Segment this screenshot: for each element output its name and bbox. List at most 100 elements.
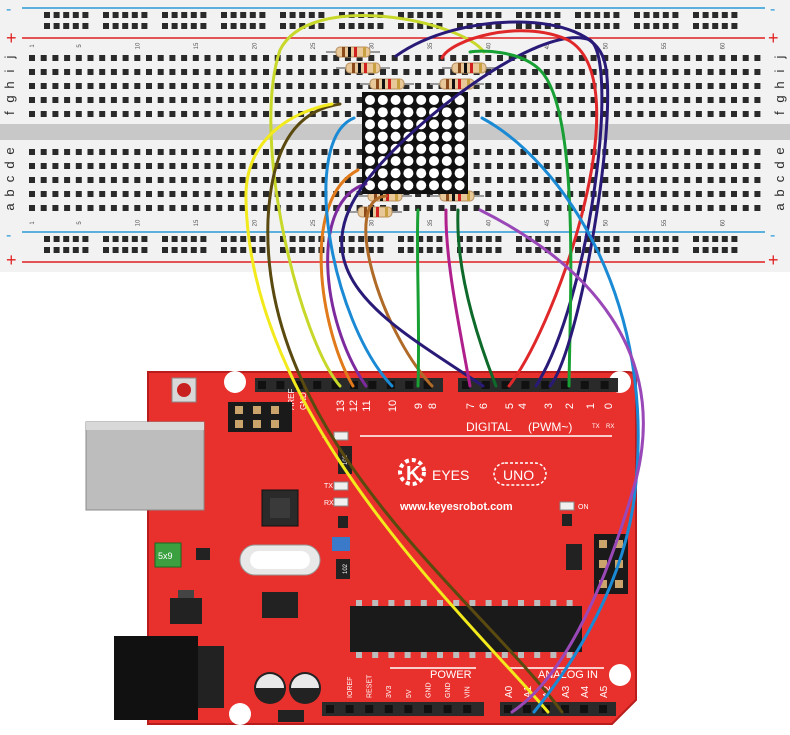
breadboard-hole: [520, 69, 527, 75]
breadboard-hole: [590, 205, 597, 211]
wire-purple: [326, 182, 368, 388]
led-dot: [390, 168, 401, 179]
digital-pin-label: 11: [361, 400, 373, 411]
breadboard-hole: [707, 191, 714, 197]
breadboard-hole: [227, 191, 234, 197]
power-pin-label: VIN: [465, 686, 472, 698]
breadboard-hole: [87, 205, 94, 211]
breadboard-hole: [40, 191, 47, 197]
breadboard-hole: [555, 97, 562, 103]
breadboard-hole: [485, 111, 492, 117]
breadboard-hole: [181, 191, 188, 197]
rail-hole: [103, 236, 109, 242]
breadboard-hole: [344, 55, 351, 61]
rail-hole: [426, 12, 433, 18]
breadboard-hole: [520, 205, 527, 211]
breadboard-hole: [684, 83, 691, 89]
rail-hole: [63, 23, 70, 29]
row-label: h: [2, 81, 17, 88]
rail-hole: [131, 23, 138, 29]
rail-hole: [171, 23, 178, 29]
breadboard-hole: [29, 83, 35, 89]
rail-hole: [280, 236, 286, 242]
rail-hole: [712, 12, 719, 18]
jumper-wires: [244, 14, 645, 714]
mcu-pin: [388, 652, 395, 658]
breadboard-hole: [602, 163, 609, 169]
breadboard-hole: [157, 177, 164, 183]
breadboard-hole: [122, 83, 129, 89]
breadboard-hole: [251, 177, 258, 183]
breadboard-hole: [169, 69, 176, 75]
breadboard-hole: [742, 205, 749, 211]
breadboard-hole: [742, 191, 749, 197]
rail-hole: [308, 12, 315, 18]
smd-resistor-102: [336, 559, 350, 579]
header-hole: [294, 381, 303, 389]
breadboard-hole: [146, 97, 152, 103]
breadboard-hole: [602, 177, 609, 183]
led-dot: [441, 107, 452, 118]
breadboard-hole: [578, 55, 585, 61]
breadboard-hole: [309, 149, 316, 155]
breadboard-hole: [298, 83, 305, 89]
breadboard-hole: [64, 205, 71, 211]
breadboard-hole: [754, 191, 761, 197]
breadboard-hole: [672, 191, 679, 197]
breadboard-hole: [251, 111, 258, 117]
rail-hole: [221, 236, 227, 242]
breadboard-hole: [286, 177, 293, 183]
rail-hole: [72, 247, 79, 253]
mcu-pin: [469, 652, 476, 658]
rail-hole: [63, 236, 70, 242]
wire-yellow: [244, 102, 550, 714]
power-pin-label: GND: [445, 682, 452, 698]
breadboard-hole: [543, 97, 550, 103]
breadboard-hole: [157, 205, 164, 211]
breadboard-hole: [695, 205, 702, 211]
breadboard-hole: [731, 111, 737, 117]
breadboard-hole: [157, 69, 164, 75]
rail-hole: [417, 247, 424, 253]
rail-hole: [280, 23, 286, 29]
rail-plus-symbol: +: [768, 28, 779, 48]
breadboard-hole: [485, 55, 492, 61]
breadboard-hole: [602, 205, 609, 211]
smd-capacitor: [332, 537, 350, 551]
rail-plus-symbol: +: [6, 250, 17, 270]
breadboard-hole: [40, 83, 47, 89]
breadboard-hole: [181, 97, 188, 103]
digital-pin-label: 3: [543, 403, 555, 409]
breadboard-hole: [578, 163, 585, 169]
breadboard-hole: [169, 55, 176, 61]
tx-pin-label: TX: [592, 424, 600, 430]
rail-hole: [230, 236, 237, 242]
rail-hole: [407, 247, 414, 253]
breadboard-hole: [181, 83, 188, 89]
mcu-pins: [356, 600, 573, 658]
rail-hole: [544, 12, 551, 18]
breadboard-hole: [473, 191, 480, 197]
resistor: [360, 78, 414, 90]
header-hole: [345, 705, 354, 713]
reset-button-cap[interactable]: [177, 383, 191, 397]
breadboard-hole: [614, 149, 620, 155]
rail-hole: [731, 247, 738, 253]
rail-hole: [594, 12, 601, 18]
column-number-bottom: 20: [252, 219, 258, 226]
breadboard-hole: [122, 163, 129, 169]
row-label: j: [772, 55, 787, 59]
rail-hole: [190, 12, 197, 18]
rail-hole: [190, 23, 197, 29]
breadboard-hole: [110, 111, 117, 117]
breadboard-hole: [555, 177, 562, 183]
column-number-bottom: 15: [194, 219, 200, 226]
breadboard-hole: [719, 69, 726, 75]
breadboard-hole: [520, 83, 527, 89]
breadboard-hole: [157, 111, 164, 117]
breadboard-hole: [333, 111, 340, 117]
breadboard-hole: [614, 191, 620, 197]
breadboard-hole: [181, 111, 188, 117]
mcu-pin: [420, 652, 427, 658]
breadboard-hole: [157, 191, 164, 197]
